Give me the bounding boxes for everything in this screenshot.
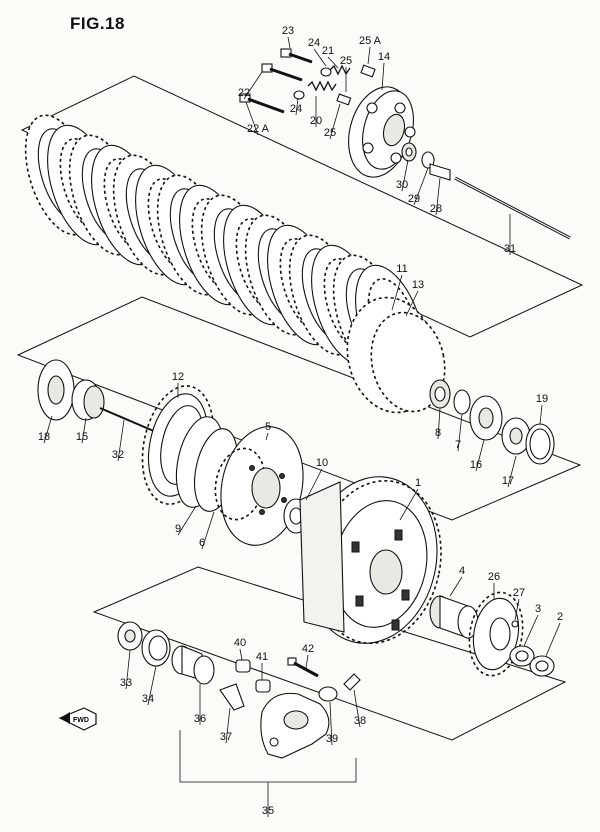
part-label-p18: 18	[38, 431, 50, 443]
part-label-p25A: 25 A	[359, 35, 382, 47]
leader-line-p6	[201, 511, 215, 550]
part-label-p15: 15	[76, 431, 88, 443]
leader-line-p28	[435, 177, 441, 216]
leader-line-p29	[413, 167, 429, 206]
part-label-p21: 21	[322, 45, 334, 57]
pressure-plate-assembly	[239, 48, 571, 240]
pump-group-parts	[117, 621, 361, 800]
part-label-p7: 7	[455, 439, 461, 451]
leader-line-p37	[225, 707, 231, 744]
leader-line-p27	[514, 598, 520, 621]
part-label-p6: 6	[199, 537, 205, 549]
leader-line-p16	[475, 439, 485, 472]
part-label-p20: 20	[310, 115, 322, 127]
bolt-23	[280, 48, 313, 64]
part-label-p13: 13	[412, 279, 424, 291]
part-label-p22: 22	[238, 87, 250, 99]
part-label-p9: 9	[175, 523, 181, 535]
part-label-p12: 12	[172, 371, 184, 383]
part-label-p30: 30	[396, 179, 408, 191]
leader-line-p19	[539, 404, 543, 425]
part-label-p42: 42	[302, 643, 314, 655]
part-label-p23: 23	[282, 25, 294, 37]
leader-line-p13	[405, 290, 419, 317]
part-label-p3: 3	[535, 603, 541, 615]
leader-line-p21	[327, 56, 339, 69]
part-label-p2: 2	[557, 611, 563, 623]
part-label-p14: 14	[378, 51, 390, 63]
leader-line-p22	[243, 71, 263, 100]
leader-line-p1	[399, 488, 419, 521]
leader-line-p42	[305, 654, 309, 669]
leader-line-p4	[449, 576, 463, 597]
leader-line-p15	[81, 417, 87, 444]
leader-line-p8	[437, 407, 441, 440]
part-label-p25b: 25	[340, 55, 352, 67]
part-label-p19: 19	[536, 393, 548, 405]
part-label-p38: 38	[354, 715, 366, 727]
leader-line-p7	[457, 413, 463, 452]
part-label-p27: 27	[513, 587, 525, 599]
clutch-middle-parts	[37, 359, 555, 677]
leader-line-p30	[401, 159, 409, 192]
part-label-p36: 36	[194, 713, 206, 725]
leader-line-p14	[381, 62, 385, 91]
leader-line-p25A	[367, 46, 371, 65]
leader-line-p18	[43, 415, 53, 444]
leader-line-p39	[329, 701, 333, 746]
fwd-arrow-icon: FWD	[58, 707, 97, 731]
part-label-p11: 11	[396, 263, 407, 275]
leader-line-p11	[391, 274, 403, 311]
leader-line-p17	[507, 455, 517, 488]
leader-line-p34	[147, 665, 157, 706]
bolt-22	[261, 63, 303, 82]
leader-line-p33	[125, 649, 131, 690]
part-label-p24b: 24	[290, 103, 302, 115]
part-label-p8: 8	[435, 427, 441, 439]
clutch-plate-stack	[24, 114, 446, 414]
part-label-p22a: 22 A	[247, 123, 270, 135]
part-label-p28: 28	[430, 203, 442, 215]
clutch-assembly-group-outline	[16, 296, 582, 521]
leader-line-p10	[305, 468, 323, 501]
fwd-label: FWD	[73, 717, 89, 724]
leader-line-p22a	[245, 101, 259, 136]
part-label-p24a: 24	[308, 37, 320, 49]
leader-line-p3	[523, 614, 539, 647]
leader-line-p23	[287, 36, 291, 49]
part-label-p17: 17	[502, 475, 514, 487]
part-label-p1: 1	[415, 477, 421, 489]
part-label-p16: 16	[470, 459, 482, 471]
leader-line-p25a	[329, 103, 341, 140]
part-label-p29: 29	[408, 193, 420, 205]
leader-line-p2	[545, 622, 561, 657]
part-leader-lines	[43, 36, 561, 817]
part-label-p25a: 25	[324, 127, 336, 139]
part-label-p33: 33	[120, 677, 132, 689]
part-label-p37: 37	[220, 731, 232, 743]
leader-line-p5	[265, 432, 269, 441]
part-label-p32: 32	[112, 449, 124, 461]
leader-line-p32	[117, 419, 125, 462]
part-label-p26: 26	[488, 571, 500, 583]
leader-line-p40	[239, 648, 243, 661]
part-label-p40: 40	[234, 637, 246, 649]
part-label-p4: 4	[459, 565, 465, 577]
leader-line-p38	[353, 689, 361, 728]
leader-line-p24b	[295, 97, 299, 116]
leader-line-p9	[177, 505, 197, 536]
figure-title: FIG.18	[70, 14, 125, 33]
clutch-plate-end	[370, 311, 446, 413]
leader-line-p24a	[313, 48, 327, 67]
part-label-p10: 10	[316, 457, 328, 469]
part-label-p41: 41	[256, 651, 268, 663]
part-label-p39: 39	[326, 733, 338, 745]
part-label-p31: 31	[504, 243, 516, 255]
part-label-p35: 35	[262, 805, 274, 817]
part-label-p34: 34	[142, 693, 154, 705]
part-label-p5: 5	[265, 421, 271, 433]
